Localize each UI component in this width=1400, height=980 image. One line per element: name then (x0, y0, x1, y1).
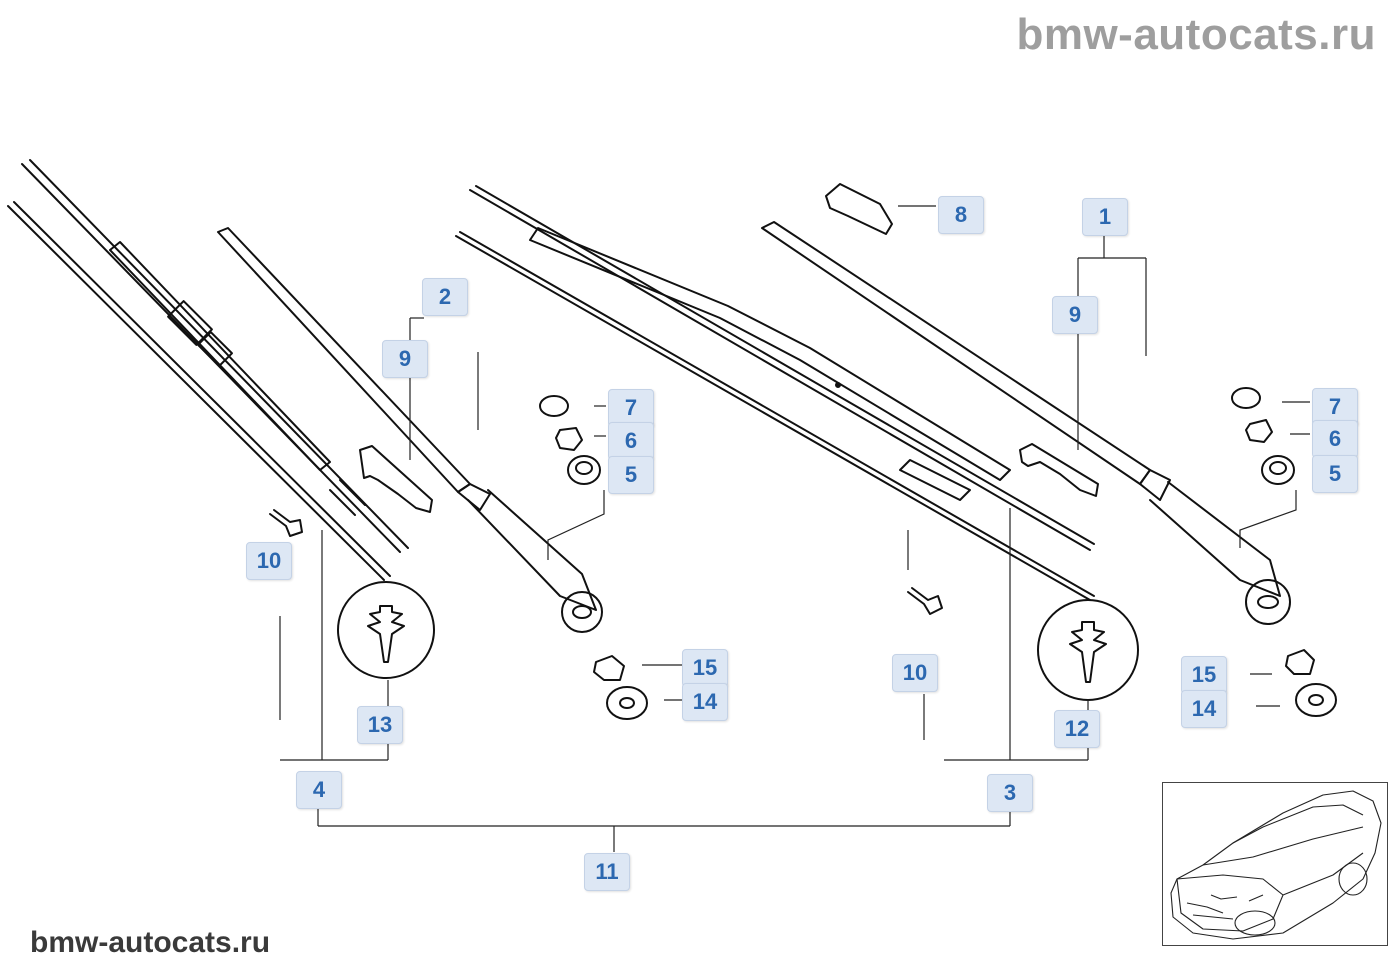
car-silhouette-icon (1170, 790, 1382, 940)
callout-13[interactable]: 13 (357, 706, 403, 744)
callout-5-left[interactable]: 5 (608, 456, 654, 494)
callout-14-right[interactable]: 14 (1181, 690, 1227, 728)
callout-15-right[interactable]: 15 (1181, 656, 1227, 694)
callout-6-right[interactable]: 6 (1312, 420, 1358, 458)
watermark-bottom: bmw-autocats.ru (30, 926, 271, 959)
callout-10-left[interactable]: 10 (246, 542, 292, 580)
connector-part (825, 183, 893, 235)
callout-1[interactable]: 1 (1082, 198, 1128, 236)
callout-5-right[interactable]: 5 (1312, 455, 1358, 493)
callout-2[interactable]: 2 (422, 278, 468, 316)
callout-12[interactable]: 12 (1054, 710, 1100, 748)
callout-3[interactable]: 3 (987, 774, 1033, 812)
car-thumbnail (1162, 782, 1388, 946)
callout-7-left[interactable]: 7 (608, 389, 654, 427)
callout-6-left[interactable]: 6 (608, 422, 654, 460)
callout-15-left[interactable]: 15 (682, 649, 728, 687)
callout-10-middle[interactable]: 10 (892, 654, 938, 692)
middle-wiper-blade (455, 185, 1095, 601)
left-clip (359, 445, 433, 513)
callout-9-right[interactable]: 9 (1052, 296, 1098, 334)
callout-4[interactable]: 4 (296, 771, 342, 809)
callout-8[interactable]: 8 (938, 196, 984, 234)
watermark-top: bmw-autocats.ru (1016, 10, 1376, 59)
right-wiper-arm (761, 221, 1291, 625)
left-wiper-blade (7, 159, 409, 581)
callout-9-left[interactable]: 9 (382, 340, 428, 378)
callout-11[interactable]: 11 (584, 853, 630, 891)
left-wiper-arm (217, 227, 603, 633)
right-clip (1019, 443, 1099, 497)
callout-14-left[interactable]: 14 (682, 683, 728, 721)
